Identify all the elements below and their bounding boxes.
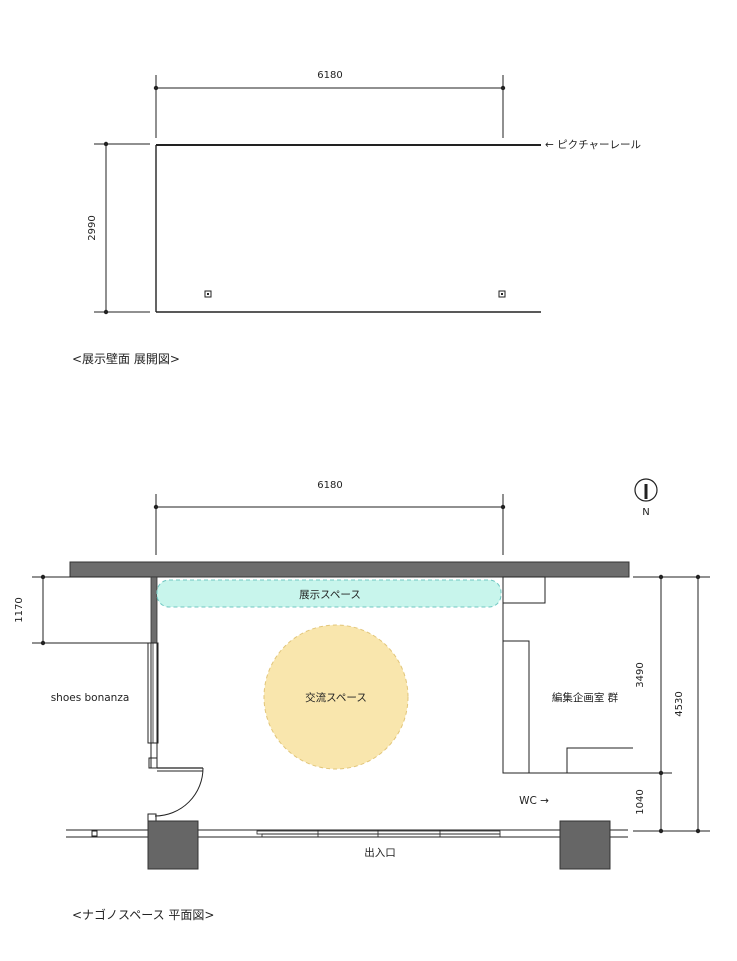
dim-dot: [658, 828, 664, 834]
top-wall: [69, 561, 630, 578]
dim-1040-label: 1040: [635, 789, 646, 814]
dim-dot: [695, 828, 701, 834]
plan-view: [32, 478, 710, 870]
left-partition-wall: [150, 576, 158, 644]
dim-dot: [103, 309, 109, 315]
door-frame: [147, 813, 157, 822]
editorial-desk: [502, 640, 530, 774]
exhibit-space-label: 展示スペース: [299, 589, 361, 601]
dim-3490-label: 3490: [635, 662, 646, 687]
outlet-dot: [501, 293, 503, 295]
editorial-room-label: 編集企画室 群: [552, 691, 619, 704]
dim-dot: [500, 504, 506, 510]
picture-rail-label: ← ピクチャーレール: [545, 139, 641, 151]
sliding-door-track: [256, 830, 501, 835]
wc-label: WC →: [519, 795, 549, 807]
dim-dot: [153, 504, 159, 510]
right-room-box: [502, 576, 546, 604]
dim-dot: [658, 770, 664, 776]
dim-dot: [103, 141, 109, 147]
north-label: N: [642, 507, 649, 518]
dim-dot: [658, 574, 664, 580]
elevation-view: [94, 75, 541, 315]
plan-caption: <ナゴノスペース 平面図>: [72, 907, 215, 922]
exhibit-space-zone: [156, 579, 502, 608]
outlet-icon: [204, 290, 212, 298]
elevation-caption: <展示壁面 展開図>: [72, 351, 180, 366]
right-pillar: [559, 820, 611, 870]
exchange-space-zone: [263, 624, 409, 770]
door-frame: [148, 757, 158, 769]
wall-marker: [91, 830, 98, 837]
elevation-width-dim: 6180: [317, 70, 342, 81]
elevation-height-dim: 2990: [87, 215, 98, 240]
dim-dot: [500, 85, 506, 91]
left-pillar: [147, 820, 199, 870]
dim-dot: [40, 640, 46, 646]
north-arrow-icon: [634, 478, 658, 502]
plan-width-dim: 6180: [317, 480, 342, 491]
door-swing-arc: [154, 767, 204, 817]
outlet-icon: [498, 290, 506, 298]
entrance-label: 出入口: [364, 846, 396, 859]
outlet-dot: [207, 293, 209, 295]
editorial-counter: [566, 747, 633, 773]
north-arrow-needle: [644, 484, 648, 499]
dim-dot: [153, 85, 159, 91]
shoes-bonanza-label: shoes bonanza: [51, 692, 130, 704]
sliding-door-track: [261, 833, 501, 838]
dim-1170-label: 1170: [14, 597, 25, 622]
dim-dot: [695, 574, 701, 580]
dim-dot: [40, 574, 46, 580]
exchange-space-label: 交流スペース: [305, 691, 367, 704]
dim-4530-label: 4530: [674, 691, 685, 716]
